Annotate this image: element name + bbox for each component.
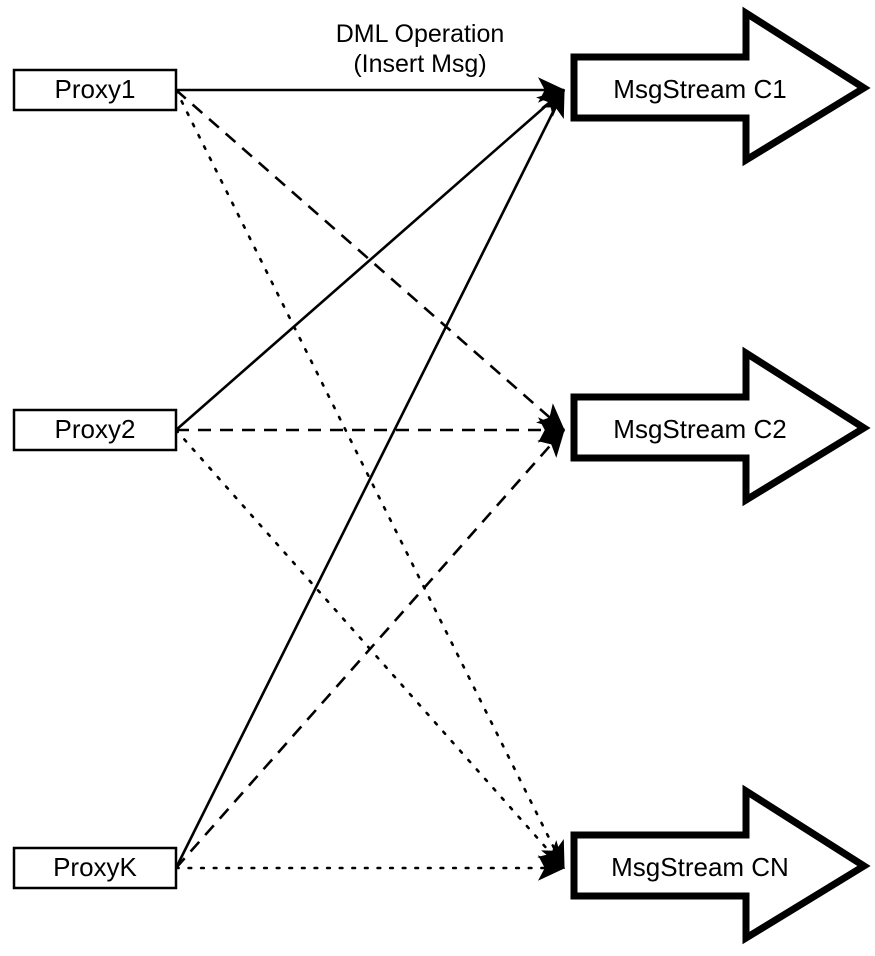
connection-p1-c2 [175, 89, 565, 431]
msgstream-arrow-shape-stream-cn[interactable] [570, 784, 871, 945]
msgstream-label-stream-c1: MsgStream C1 [613, 74, 786, 104]
msgstream-nodes-group: MsgStream C1 MsgStream C2 MsgStream CN [570, 6, 871, 945]
msgstream-label-stream-cn: MsgStream CN [611, 852, 789, 882]
proxy-node-proxyk[interactable]: ProxyK [12, 846, 178, 890]
proxy-label-proxyk: ProxyK [53, 852, 137, 882]
edge-annotation-group: DML Operation (Insert Msg) [336, 20, 505, 78]
proxy-box-proxyk[interactable] [12, 846, 178, 890]
proxy-label-proxy2: Proxy2 [55, 414, 136, 444]
proxy-node-proxy2[interactable]: Proxy2 [12, 408, 178, 452]
msgstream-node-stream-c1[interactable]: MsgStream C1 [570, 6, 871, 167]
proxy-box-proxy1[interactable] [12, 68, 178, 112]
msgstream-node-stream-c2[interactable]: MsgStream C2 [570, 346, 871, 507]
proxy-label-proxy1: Proxy1 [55, 74, 136, 104]
edge-label-line-1: DML Operation [336, 20, 505, 48]
connection-p2-c1 [175, 89, 565, 431]
proxy-node-proxy1[interactable]: Proxy1 [12, 68, 178, 112]
msgstream-node-stream-cn[interactable]: MsgStream CN [570, 784, 871, 945]
msgstream-arrow-shape-stream-c1[interactable] [570, 6, 871, 167]
msgstream-arrow-shape-stream-c2[interactable] [570, 346, 871, 507]
edge-label-line-2: (Insert Msg) [353, 50, 486, 78]
connection-pk-c2 [175, 429, 565, 869]
connection-links-group [174, 77, 566, 881]
msgstream-label-stream-c2: MsgStream C2 [613, 414, 786, 444]
connection-pk-c1 [174, 88, 566, 869]
proxy-box-proxy2[interactable] [12, 408, 178, 452]
